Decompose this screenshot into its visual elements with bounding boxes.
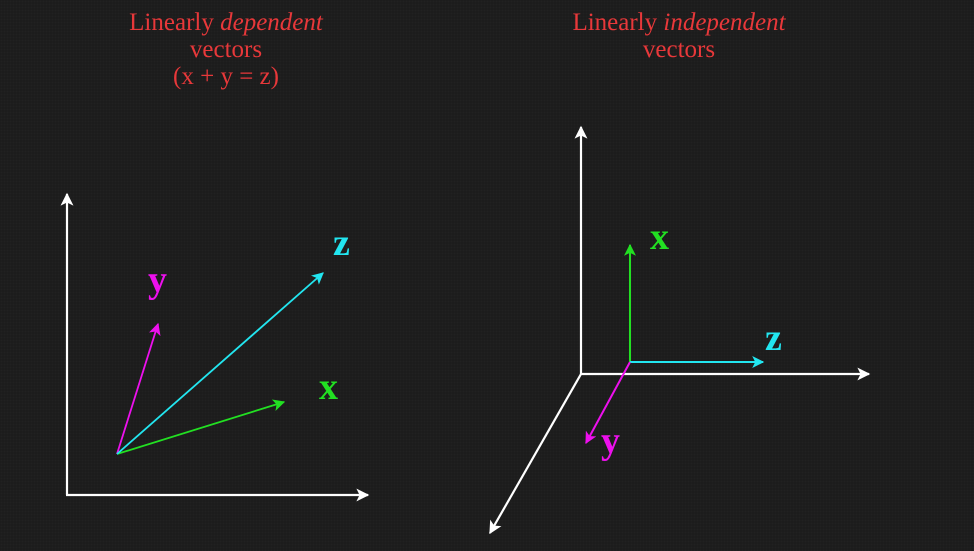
right-title-line-2: vectors <box>642 36 716 63</box>
left-title-equation: (x + y = z) <box>173 63 279 90</box>
left-title-word-linearly: Linearly <box>129 9 214 36</box>
right-vector-y <box>585 361 631 445</box>
right-title-word-independent: independent <box>663 9 786 36</box>
right-panel-title: Linearly independent vectors <box>529 9 829 63</box>
right-panel-diagram: x y z <box>489 125 871 535</box>
right-label-x: x <box>650 216 669 258</box>
left-title-line-2: vectors <box>189 36 263 63</box>
left-panel-diagram: x y z <box>60 192 370 502</box>
left-title-word-dependent: dependent <box>220 9 323 36</box>
left-title-line-1: Linearly dependent <box>76 9 376 36</box>
left-vector-z <box>116 272 324 455</box>
left-label-y: y <box>148 259 167 301</box>
right-title-line-1: Linearly independent <box>529 9 829 36</box>
right-label-y: y <box>601 420 620 462</box>
left-label-z: z <box>333 222 350 264</box>
left-label-x: x <box>319 366 338 408</box>
right-title-word-linearly: Linearly <box>572 9 658 36</box>
left-panel-title: Linearly dependent vectors (x + y = z) <box>76 9 376 90</box>
left-vector-x <box>116 399 286 455</box>
right-depth-axis <box>489 373 582 535</box>
left-vector-y <box>116 322 161 455</box>
right-label-z: z <box>765 317 782 359</box>
